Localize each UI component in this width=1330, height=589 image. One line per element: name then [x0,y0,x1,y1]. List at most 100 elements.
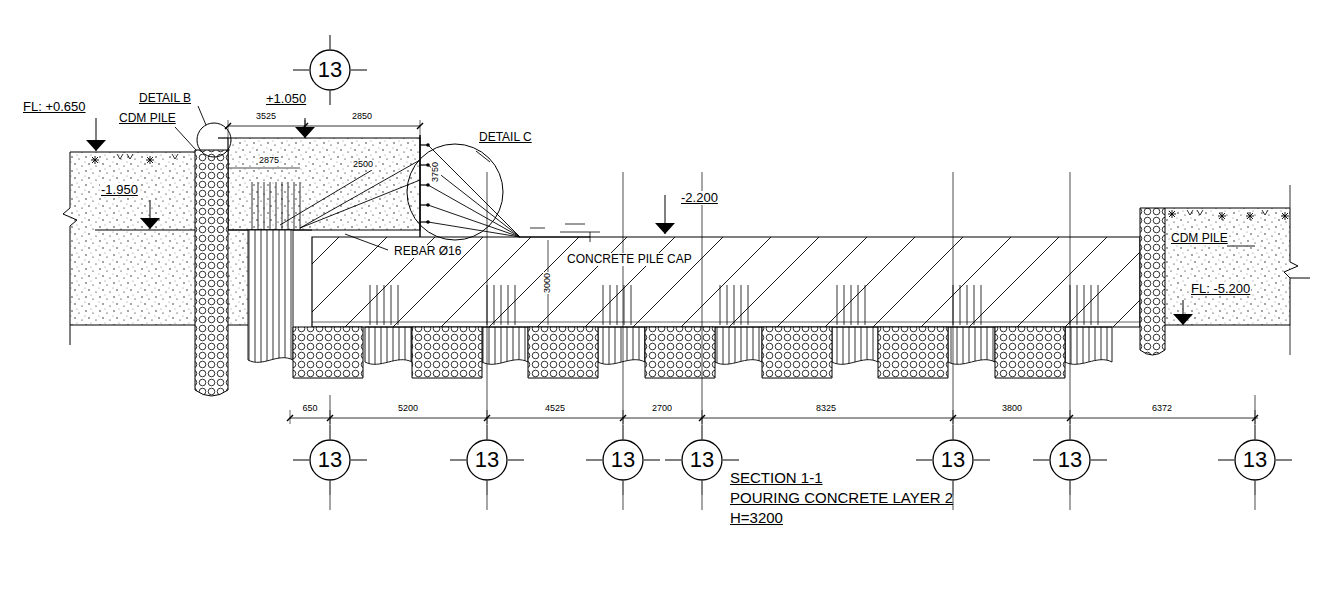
soil-fill [1169,211,1175,217]
cdm-pile [878,327,948,378]
grid-line [293,70,309,71]
grid-number: 13 [475,449,499,471]
dimension: 650 [301,404,318,414]
pile-cap [384,285,385,325]
pile-cap [515,285,516,325]
grid-line [1070,481,1071,495]
pile-cap [624,285,625,325]
soil-fill [1197,210,1203,215]
retaining-block [95,138,420,230]
cdm-pile [645,327,715,378]
cdm-pile [645,327,715,378]
sheet-pile [948,327,995,364]
cdm-pile [528,327,598,378]
grid-line [665,460,681,461]
soil-fill [1290,208,1291,262]
retaining-block [228,168,300,169]
dimension: 4525 [544,404,566,414]
formwork-bracing [428,205,520,237]
grid-line [953,425,954,439]
cdm-pile [293,327,363,378]
bubble-circle [467,440,507,480]
cdm-pile [878,327,948,378]
level-marker [140,218,160,229]
grid-line [1255,395,1256,425]
detail-callout [175,106,1255,250]
detail-callout: DETAIL B [138,92,192,105]
detail-callout [198,106,206,125]
grid-line [487,481,488,495]
grid-bubble: 13 [681,439,723,481]
soil-fill [1219,213,1225,219]
sheet-pile [948,327,995,364]
soil-fill [70,152,195,325]
pile-cap [631,285,632,325]
pile-cap [603,285,604,325]
pile-cap [610,285,611,325]
part-name: CDM PILE [118,112,177,125]
dimension-line [417,123,423,129]
dimension: 2700 [651,404,673,414]
grid-number: 13 [1243,449,1267,471]
formwork-bracing [560,232,600,233]
pile-cap [734,285,735,325]
grid-line [1255,425,1256,439]
soil-fill [70,152,71,208]
pile-cap [981,285,982,325]
level-label: -2.200 [680,191,719,205]
cdm-pile [195,150,228,396]
level-marker [1173,314,1193,325]
soil-fill [1282,213,1288,219]
dimension: 5200 [397,404,419,414]
grid-line [330,91,331,105]
pile-cap [508,285,509,325]
grid-line [1255,495,1256,510]
pile-cap [494,285,495,325]
retaining-block [300,180,420,228]
soil-fill [92,157,98,163]
dimension-line [228,126,420,127]
formwork-bracing [565,224,585,225]
soil-fill [1284,262,1310,278]
soil-fill [147,157,153,163]
pile-cap [617,285,618,325]
drawing-subtitle: POURING CONCRETE LAYER 2 [730,489,953,507]
detail-callout [197,123,231,157]
formwork-bracing [420,135,600,242]
pile-cap [1077,285,1078,325]
grid-number: 13 [611,449,635,471]
retaining-block [294,182,295,230]
pile-cap [501,285,502,325]
pile-cap [1084,285,1085,325]
formwork-bracing [428,185,520,237]
drawing-title: SECTION 1-1 [730,469,823,487]
pile-cap [974,285,975,325]
pile-cap [748,285,749,325]
grid-line [586,460,602,461]
dimension-line [290,418,1258,419]
grid-line [1276,460,1292,461]
grid-number: 13 [318,449,342,471]
grid-line [330,425,331,439]
retaining-block [300,160,420,228]
bubble-circle [310,440,350,480]
cdm-pile [762,327,832,378]
soil-fill [117,154,123,159]
grid-number: 13 [690,449,714,471]
cdm-pile [995,327,1065,378]
bubble-circle [1235,440,1275,480]
soil-fill [1247,213,1253,219]
drawing-subtitle: H=3200 [730,509,783,527]
soil-fill [1165,207,1290,208]
soil-fill [1187,210,1193,215]
sheet-pile [365,327,412,364]
dimension: 8325 [815,404,837,414]
soil-fill [1165,208,1290,325]
detail-callout [476,151,490,162]
pile-cap [727,285,728,325]
sheet-pile [715,327,762,364]
cdm-pile [412,327,482,378]
part-name: CDM PILE [1170,232,1229,245]
grid-line [623,172,624,425]
